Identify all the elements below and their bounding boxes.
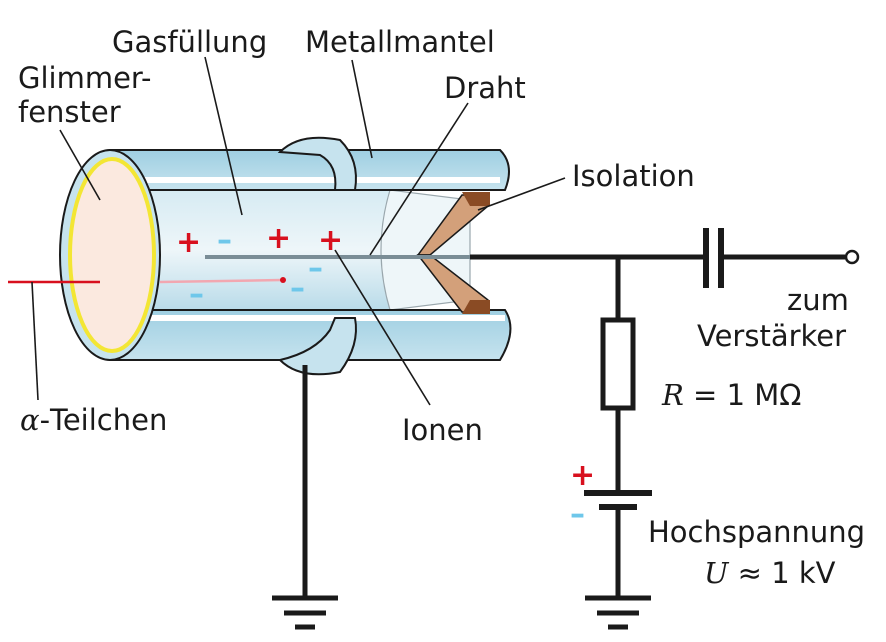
upper-shell	[108, 149, 510, 191]
charge-minus-3: –	[290, 271, 305, 306]
label-zum: zum	[787, 283, 849, 317]
tube	[59, 136, 512, 376]
casing-ground	[272, 365, 338, 630]
label-gasfuellung: Gasfüllung	[112, 25, 267, 59]
alpha-particle	[280, 277, 286, 283]
output-terminal	[844, 249, 860, 265]
label-metallmantel: Metallmantel	[305, 25, 495, 59]
charge-plus-2: +	[266, 221, 291, 256]
leader-lines	[31, 56, 566, 406]
label-glimmer-line2: fenster	[18, 95, 121, 129]
label-glimmer-line1: Glimmer-	[18, 61, 151, 95]
label-resistance: R = 1 MΩ	[661, 378, 801, 412]
label-ionen: Ionen	[402, 413, 483, 447]
label-verstaerker: Verstärker	[697, 319, 846, 353]
insulation-cap-bottom	[462, 300, 490, 314]
resistor	[600, 317, 636, 411]
resistance-symbol: R	[661, 378, 684, 412]
charge-plus-3: +	[318, 223, 343, 258]
gas-volume	[105, 190, 390, 310]
mica-window	[68, 157, 156, 353]
label-hochspannung: Hochspannung	[648, 515, 865, 549]
battery-minus: –	[570, 497, 585, 532]
charge-minus-1: –	[217, 223, 232, 258]
resistance-value: = 1 MΩ	[684, 378, 802, 412]
label-isolation: Isolation	[572, 159, 695, 193]
charge-minus-4: –	[189, 277, 204, 312]
collar-top	[277, 136, 357, 191]
charge-minus-2: –	[308, 251, 323, 286]
charge-plus-1: +	[176, 225, 201, 260]
voltage-value: ≈ 1 kV	[728, 556, 835, 590]
voltage-symbol: U	[704, 556, 730, 590]
alpha-symbol: α	[20, 403, 40, 437]
label-voltage: U ≈ 1 kV	[704, 556, 836, 590]
circuit: + –	[570, 228, 860, 630]
alpha-text: -Teilchen	[40, 403, 168, 437]
alpha-track-inside	[159, 278, 283, 284]
insulation-cap-top	[462, 192, 490, 206]
label-alpha-particle: α-Teilchen	[20, 403, 167, 437]
battery-plus: +	[570, 458, 595, 493]
label-draht: Draht	[444, 71, 526, 105]
